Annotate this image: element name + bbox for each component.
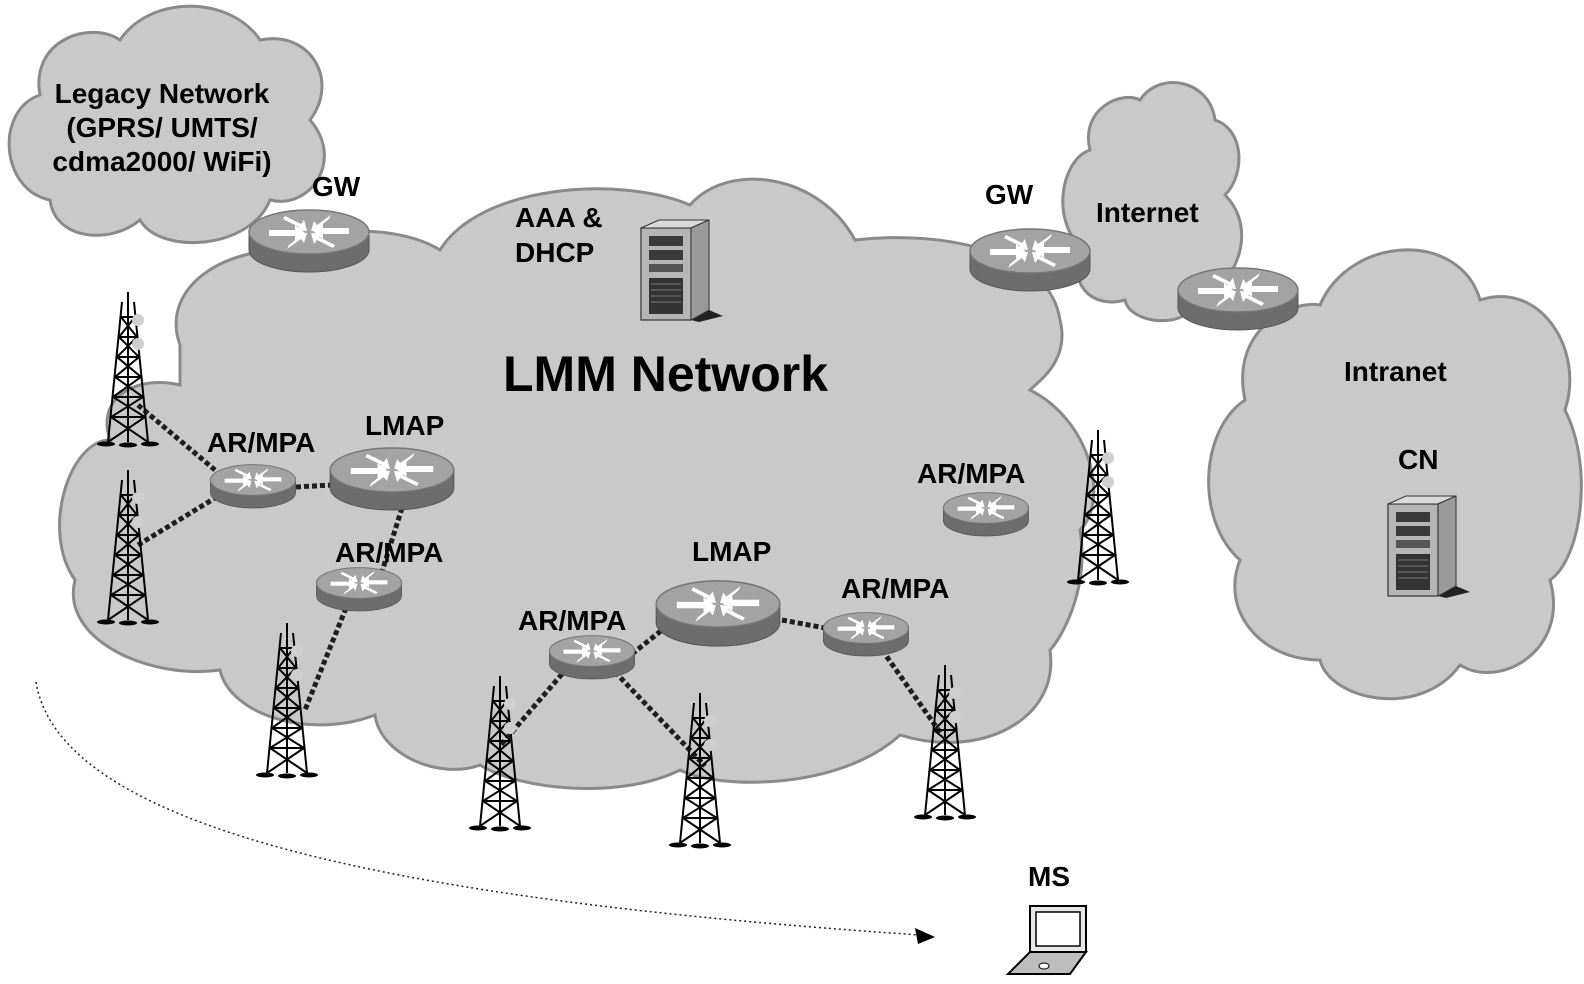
laptop-icon — [1007, 905, 1087, 975]
armpa-e-router — [942, 492, 1030, 537]
lmap-left-label: LMAP — [365, 410, 444, 441]
link-armpa-c-lmap-center — [630, 628, 664, 656]
intranet-cloud — [1207, 248, 1583, 701]
ms-movement-path — [35, 681, 921, 936]
links — [136, 403, 945, 768]
cn-label: CN — [1398, 444, 1438, 475]
link-tower2-armpa-a — [136, 495, 217, 548]
lmm-network-label: LMM Network — [503, 346, 828, 402]
gw-left-label: GW — [312, 171, 361, 202]
ms-label: MS — [1028, 861, 1070, 892]
gw-right-router — [969, 228, 1091, 292]
armpa-d-router — [822, 612, 910, 657]
internet-intranet-router — [1177, 267, 1299, 331]
armpa-a-router — [209, 464, 297, 509]
armpa-b-label: AR/MPA — [335, 537, 443, 568]
ms-laptop — [1007, 905, 1087, 975]
link-lmap-center-armpa-d — [781, 617, 826, 631]
lmap-left-router — [329, 447, 455, 511]
link-armpa-a-lmap-left — [295, 482, 333, 490]
ms-movement-arrowhead — [915, 928, 935, 944]
gw-right-label: GW — [985, 179, 1034, 210]
lmap-center-label: LMAP — [692, 536, 771, 567]
lmap-center-router — [655, 580, 781, 647]
router-icon — [329, 447, 455, 511]
armpa-a-label: AR/MPA — [207, 427, 315, 458]
link-armpa-d-tower6 — [879, 648, 945, 737]
armpa-d-label: AR/MPA — [841, 573, 949, 604]
aaa-label-line2: DHCP — [515, 237, 594, 268]
link-lmap-left-armpa-b — [377, 507, 405, 579]
legacy-network-label-line1: Legacy Network — [55, 78, 270, 109]
router-icon — [548, 635, 636, 680]
legacy-network-cloud — [7, 4, 326, 245]
internet-cloud — [1061, 81, 1244, 323]
router-icon — [969, 228, 1091, 292]
link-armpa-b-tower3 — [302, 607, 349, 711]
armpa-c-router — [548, 635, 636, 680]
router-icon — [209, 464, 297, 509]
internet-label: Internet — [1096, 197, 1199, 228]
legacy-network-label-line3: cdma2000/ WiFi) — [52, 146, 271, 177]
armpa-c-label: AR/MPA — [518, 605, 626, 636]
router-icon — [942, 492, 1030, 537]
armpa-e-label: AR/MPA — [917, 458, 1025, 489]
router-icon — [248, 209, 370, 273]
link-tower1-armpa-a — [136, 403, 217, 472]
gw-left-router — [248, 209, 370, 273]
legacy-network-label-line2: (GPRS/ UMTS/ — [66, 112, 258, 143]
router-icon — [655, 580, 781, 647]
router-icon — [315, 567, 403, 612]
intranet-label: Intranet — [1344, 356, 1447, 387]
router-icon — [1177, 267, 1299, 331]
armpa-b-router — [315, 567, 403, 612]
router-icon — [822, 612, 910, 657]
aaa-label-line1: AAA & — [515, 202, 603, 233]
